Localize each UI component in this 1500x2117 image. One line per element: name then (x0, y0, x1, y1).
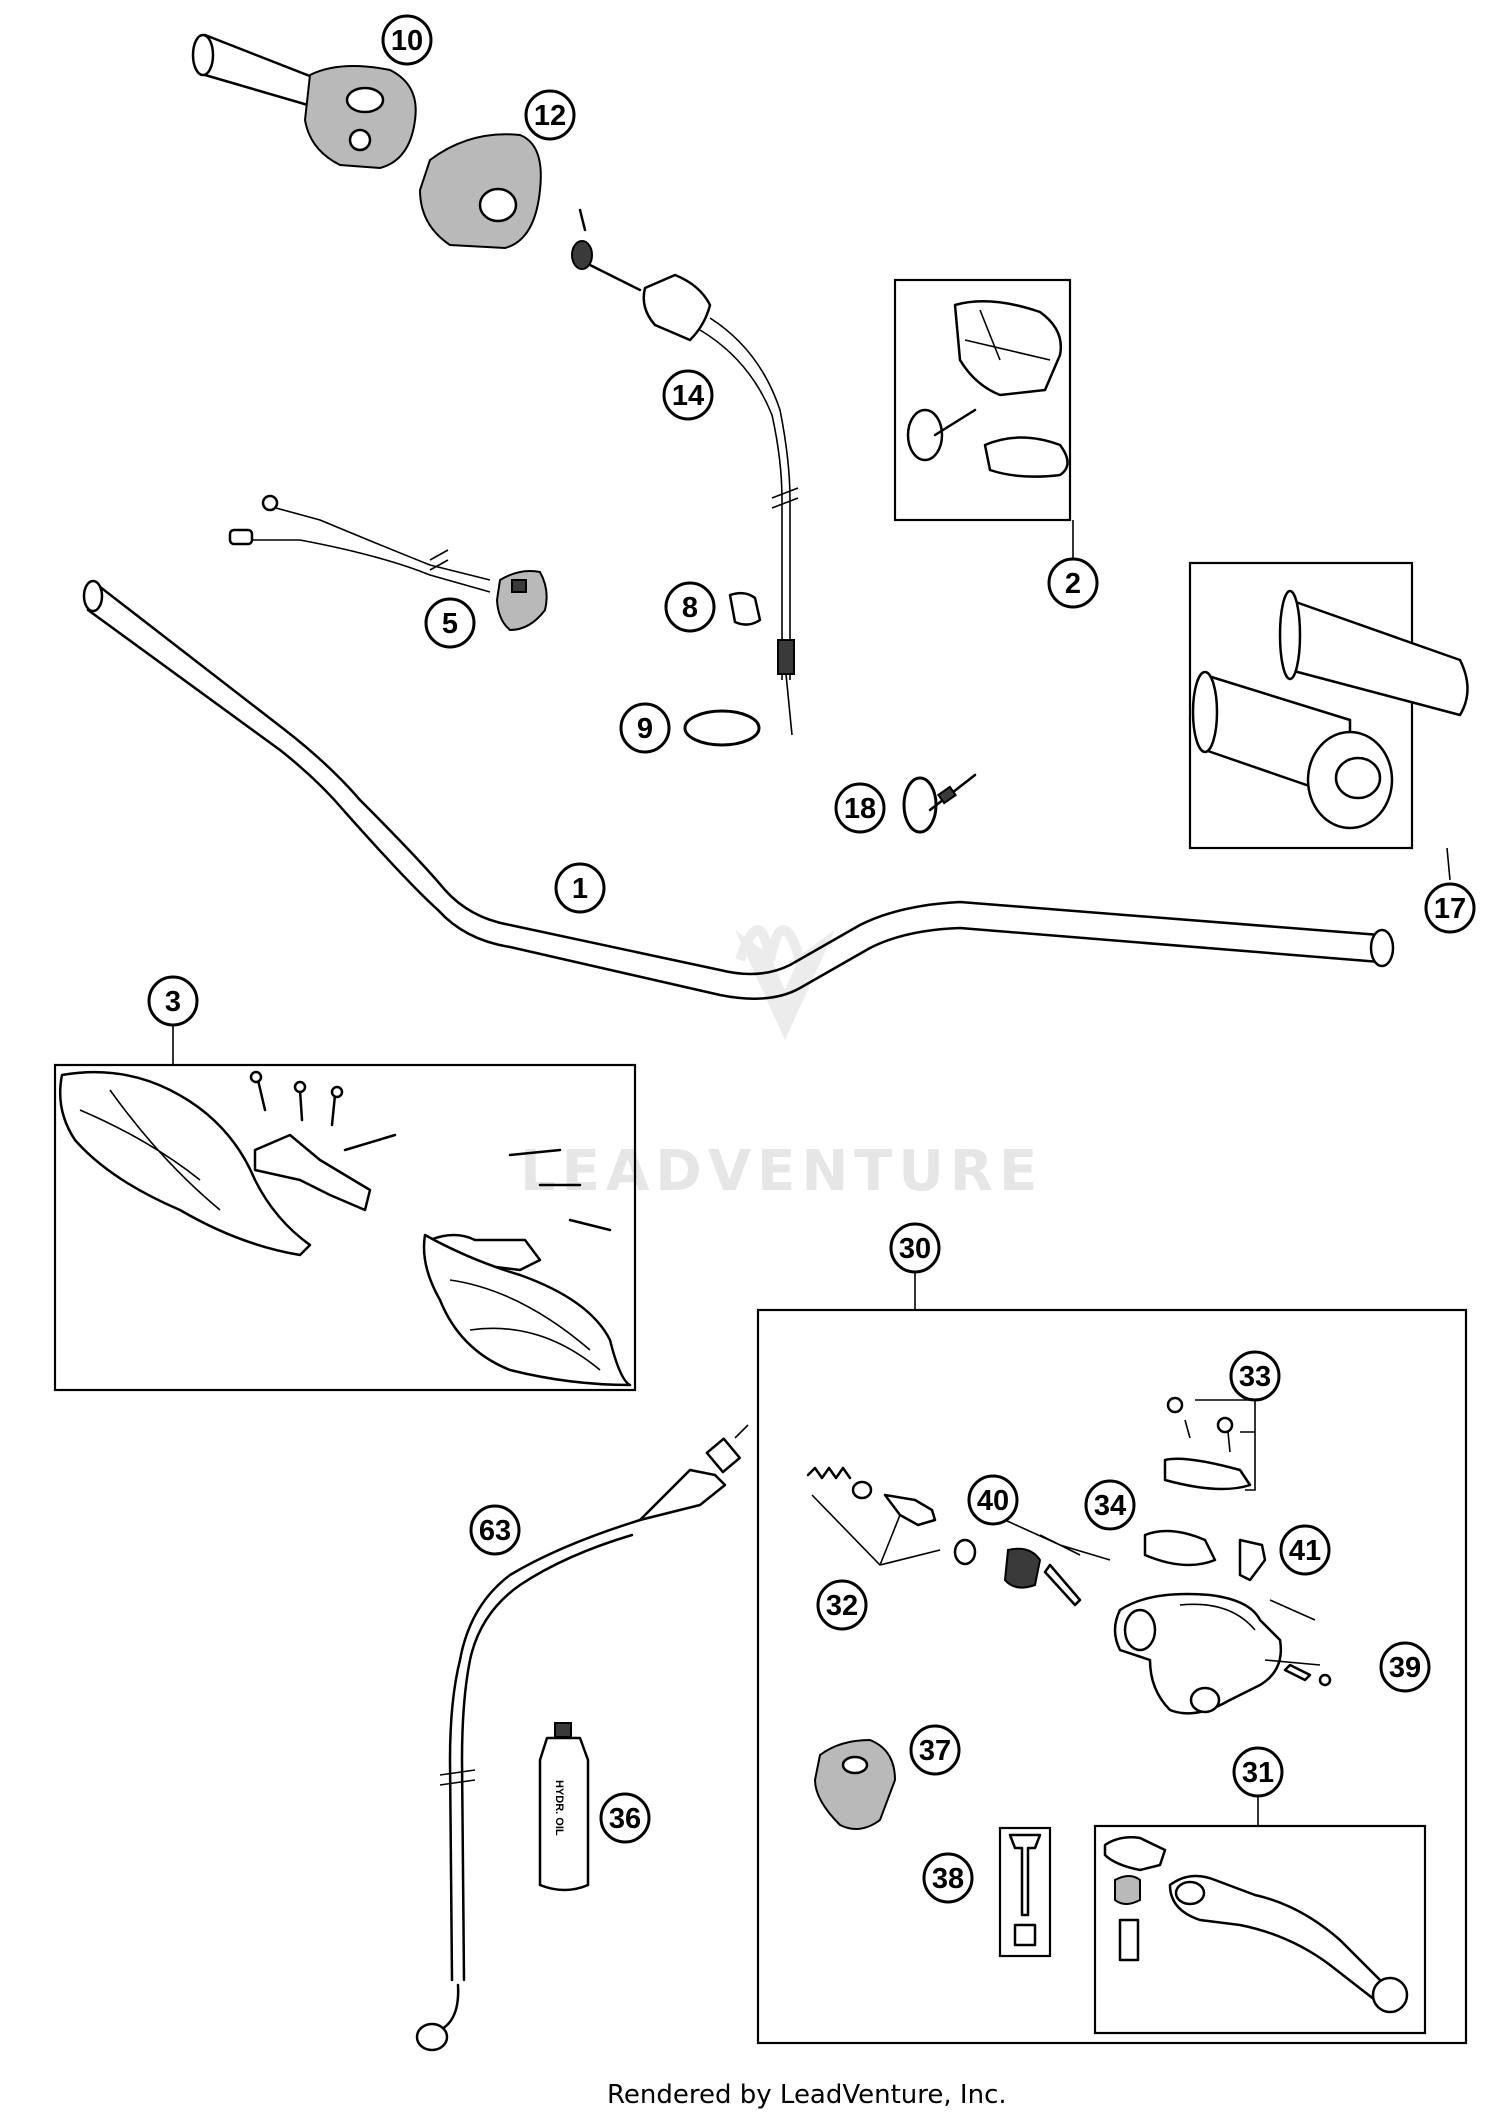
handlebar-part-1 (82, 579, 1395, 1000)
svg-text:9: 9 (637, 713, 653, 745)
master-cylinder-parts (806, 1396, 1409, 2014)
callout-9[interactable]: 9 (619, 702, 671, 754)
callout-18[interactable]: 18 (834, 782, 886, 834)
o-ring-part-9 (683, 709, 761, 747)
throttle-assembly-part-10 (191, 33, 417, 170)
svg-text:14: 14 (672, 380, 704, 412)
callout-39[interactable]: 39 (1379, 1641, 1431, 1693)
box-part-3 (53, 1063, 637, 1392)
callout-2[interactable]: 2 (1047, 557, 1099, 609)
callout-5[interactable]: 5 (424, 597, 476, 649)
box-part-30 (756, 1308, 1468, 2045)
clutch-line-part-63 (415, 1424, 749, 2052)
callout-37[interactable]: 37 (909, 1724, 961, 1776)
hand-guards-part-3 (58, 1070, 632, 1387)
callout-63[interactable]: 63 (469, 1504, 521, 1556)
callout-8[interactable]: 8 (664, 581, 716, 633)
grips-part-17 (1191, 589, 1469, 830)
hydraulic-oil-bottle-part-36: HYDR. OIL (538, 1722, 590, 1892)
svg-text:1: 1 (572, 873, 588, 905)
callout-34[interactable]: 34 (1084, 1479, 1136, 1531)
callout-33[interactable]: 33 (1229, 1350, 1281, 1402)
svg-text:18: 18 (844, 793, 876, 825)
leadventure-watermark: LEADVENTURE (520, 925, 1043, 1204)
box-part-17 (1188, 561, 1414, 850)
svg-text:12: 12 (534, 100, 566, 132)
callout-41[interactable]: 41 (1279, 1524, 1331, 1576)
svg-text:5: 5 (442, 608, 458, 640)
callout-1[interactable]: 1 (554, 862, 606, 914)
kill-switch-part-5 (228, 494, 548, 632)
callouts: 10 12 14 2 5 8 9 18 17 1 3 30 33 63 40 3… (147, 14, 1476, 1904)
svg-text:34: 34 (1094, 1490, 1126, 1522)
svg-text:31: 31 (1242, 1757, 1274, 1789)
callout-38[interactable]: 38 (922, 1852, 974, 1904)
oil-bottle-label: HYDR. OIL (553, 1780, 565, 1836)
callout-30[interactable]: 30 (889, 1222, 941, 1274)
svg-text:38: 38 (932, 1863, 964, 1895)
svg-text:36: 36 (609, 1803, 641, 1835)
callout-10[interactable]: 10 (381, 14, 433, 66)
cable-tie-part-18 (902, 773, 977, 834)
callout-14[interactable]: 14 (662, 369, 714, 421)
svg-text:63: 63 (479, 1515, 511, 1547)
cable-clip-part-8 (728, 591, 762, 626)
callout-31[interactable]: 31 (1232, 1746, 1284, 1798)
callout-12[interactable]: 12 (524, 89, 576, 141)
throttle-cover-part-12 (418, 133, 542, 250)
cable-guide-part-2 (906, 300, 1069, 478)
svg-text:39: 39 (1389, 1652, 1421, 1684)
callout-40[interactable]: 40 (967, 1474, 1019, 1526)
svg-text:41: 41 (1289, 1535, 1321, 1567)
svg-text:2: 2 (1065, 568, 1081, 600)
svg-text:17: 17 (1434, 893, 1466, 925)
svg-text:8: 8 (682, 592, 698, 624)
callout-32[interactable]: 32 (816, 1579, 868, 1631)
footer-credit: Rendered by LeadVenture, Inc. (607, 2080, 1007, 2110)
callout-17[interactable]: 17 (1424, 882, 1476, 934)
svg-text:37: 37 (919, 1735, 951, 1767)
box-part-38 (998, 1826, 1052, 1958)
svg-text:33: 33 (1239, 1361, 1271, 1393)
svg-text:30: 30 (899, 1233, 931, 1265)
box-part-31 (1093, 1824, 1427, 2035)
svg-text:10: 10 (391, 25, 423, 57)
callout-36[interactable]: 36 (599, 1792, 651, 1844)
callout-3[interactable]: 3 (147, 975, 199, 1027)
svg-text:32: 32 (826, 1590, 858, 1622)
watermark-text: LEADVENTURE (520, 1139, 1043, 1204)
box-part-2 (893, 278, 1072, 522)
throttle-cable-part-14 (571, 208, 799, 736)
svg-text:40: 40 (977, 1485, 1009, 1517)
svg-text:3: 3 (165, 986, 181, 1018)
